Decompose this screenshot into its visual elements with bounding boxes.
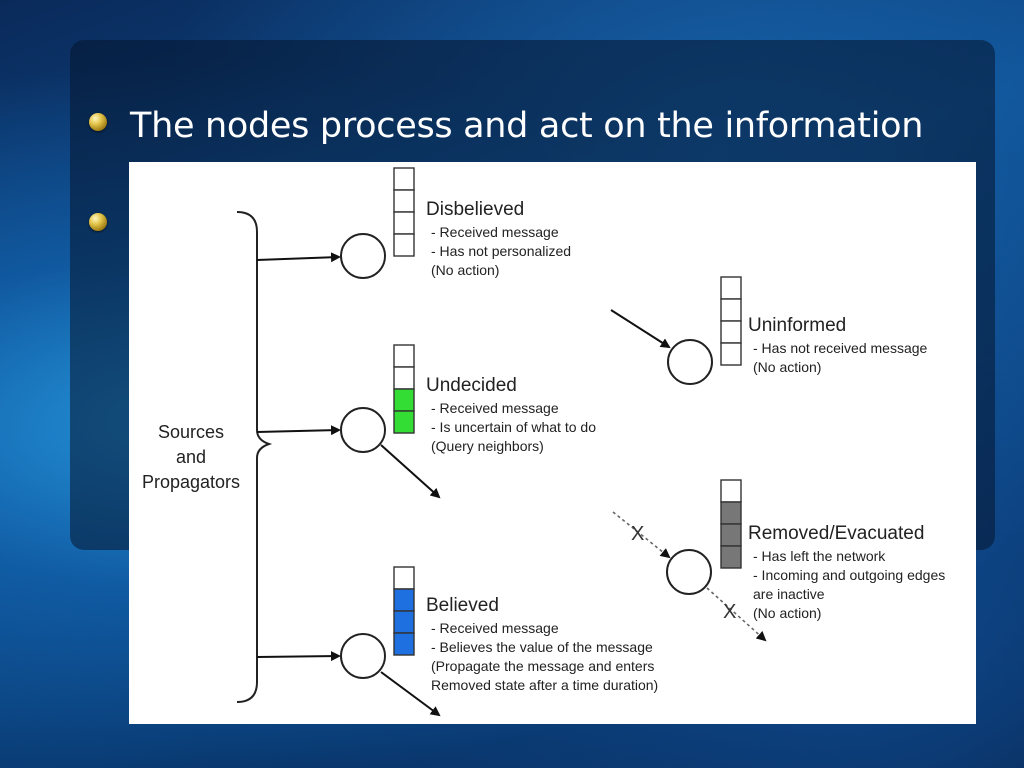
state-cell bbox=[393, 211, 415, 235]
state-cell bbox=[393, 366, 415, 390]
undecided-node bbox=[340, 407, 386, 453]
slide-title: The nodes process and act on the informa… bbox=[130, 106, 924, 146]
state-description-line: - Incoming and outgoing edges bbox=[753, 567, 945, 583]
uninformed-node bbox=[667, 339, 713, 385]
arrow-to-uninformed bbox=[610, 309, 671, 349]
believed-node bbox=[340, 633, 386, 679]
state-cell bbox=[393, 588, 415, 612]
state-cell bbox=[720, 320, 742, 344]
arrow-to-believed bbox=[256, 651, 341, 662]
state-title: Disbelieved bbox=[426, 199, 524, 220]
state-cell bbox=[393, 189, 415, 213]
bullet-icon bbox=[89, 113, 107, 131]
state-description-line: - Has left the network bbox=[753, 548, 886, 564]
bullet-icon bbox=[89, 213, 107, 231]
state-cell bbox=[393, 388, 415, 412]
disbelieved-node bbox=[340, 233, 386, 279]
state-undecided: Undecided - Received message - Is uncertai… bbox=[393, 344, 596, 454]
state-description-line: - Is uncertain of what to do bbox=[431, 419, 596, 435]
state-title: Removed/Evacuated bbox=[748, 523, 924, 544]
state-description-line: Removed state after a time duration) bbox=[431, 677, 658, 693]
states-layer: Disbelieved - Received message - Has not p… bbox=[393, 167, 945, 693]
state-description-line: - Received message bbox=[431, 224, 559, 240]
state-description-line: (No action) bbox=[753, 605, 821, 621]
state-removed: Removed/Evacuated - Has left the network -… bbox=[720, 479, 945, 621]
state-title: Believed bbox=[426, 595, 499, 616]
state-cell bbox=[393, 344, 415, 368]
side-label-line: Sources bbox=[158, 422, 224, 442]
state-uninformed: Uninformed - Has not received message (No … bbox=[720, 276, 928, 375]
state-title: Undecided bbox=[426, 375, 517, 396]
state-cell bbox=[720, 342, 742, 366]
state-cell bbox=[393, 610, 415, 634]
arrow-to-undecided bbox=[256, 425, 341, 436]
state-description-line: - Received message bbox=[431, 620, 559, 636]
side-label-line: and bbox=[176, 447, 206, 467]
state-cell bbox=[720, 545, 742, 569]
state-description-line: (No action) bbox=[431, 262, 499, 278]
state-cell bbox=[720, 523, 742, 547]
arrow-to-disbelieved bbox=[256, 252, 341, 263]
state-cell bbox=[393, 167, 415, 191]
inactive-x-mark: X bbox=[723, 601, 736, 623]
arrow-from-believed bbox=[380, 671, 441, 717]
state-description-line: (Propagate the message and enters bbox=[431, 658, 654, 674]
arrow-from-undecided bbox=[380, 444, 441, 499]
information-state-diagram: Sources and Propagators X X Disbelieved -… bbox=[129, 162, 976, 724]
state-diagram-svg: Sources and Propagators X X Disbelieved -… bbox=[142, 167, 945, 717]
state-cell bbox=[393, 410, 415, 434]
state-cell bbox=[720, 298, 742, 322]
state-description-line: are inactive bbox=[753, 586, 825, 602]
state-description-line: - Has not received message bbox=[753, 340, 928, 356]
state-description-line: (Query neighbors) bbox=[431, 438, 544, 454]
inactive-edge-out bbox=[706, 587, 767, 642]
curly-brace bbox=[236, 211, 273, 703]
state-cell bbox=[720, 479, 742, 503]
state-cell bbox=[393, 233, 415, 257]
state-cell bbox=[720, 501, 742, 525]
state-cell bbox=[393, 566, 415, 590]
inactive-x-mark: X bbox=[631, 523, 644, 545]
removed-node bbox=[666, 549, 712, 595]
state-cell bbox=[393, 632, 415, 656]
side-label-line: Propagators bbox=[142, 472, 240, 492]
state-description-line: - Believes the value of the message bbox=[431, 639, 653, 655]
state-disbelieved: Disbelieved - Received message - Has not p… bbox=[393, 167, 571, 278]
state-description-line: (No action) bbox=[753, 359, 821, 375]
state-title: Uninformed bbox=[748, 315, 846, 336]
state-believed: Believed - Received message - Believes the… bbox=[393, 566, 658, 693]
state-description-line: - Received message bbox=[431, 400, 559, 416]
state-description-line: - Has not personalized bbox=[431, 243, 571, 259]
state-cell bbox=[720, 276, 742, 300]
